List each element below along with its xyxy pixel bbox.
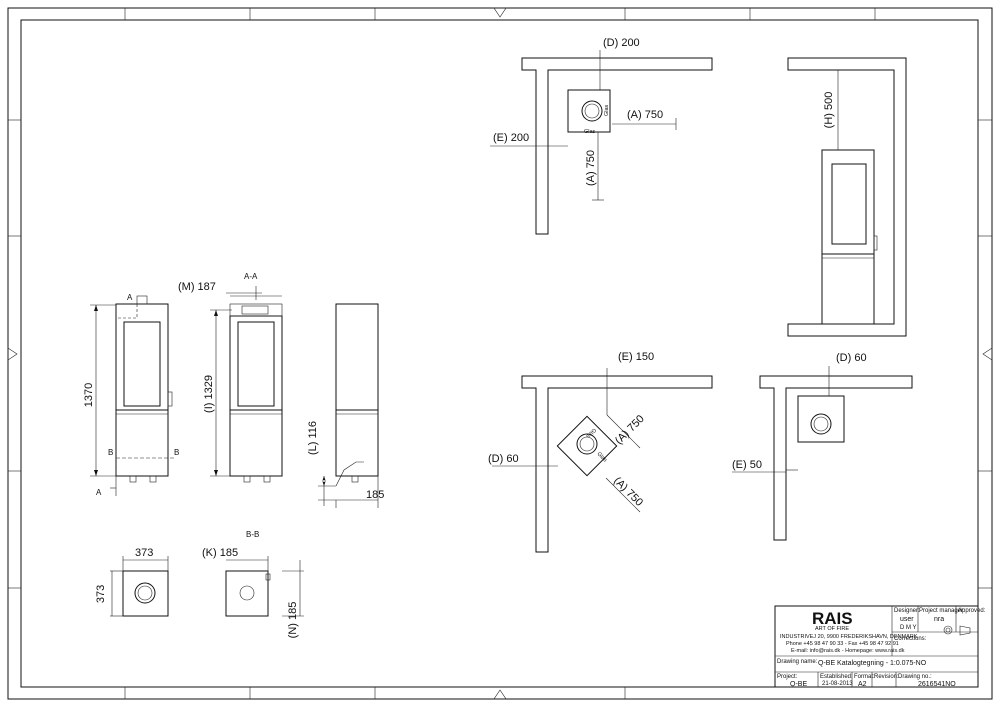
- established-label: Established:: [820, 674, 853, 680]
- center-mark-left-icon: [7, 347, 18, 361]
- corner-d: (D) 200: [603, 37, 640, 49]
- project-label: Project:: [777, 674, 798, 680]
- brand-logo: RAIS: [812, 609, 853, 628]
- small-e: (E) 50: [732, 459, 762, 471]
- corner-glass-side: Glas: [604, 104, 610, 116]
- corner-a-right: (A) 750: [627, 109, 663, 121]
- diag-glass-2: Glas: [596, 451, 608, 463]
- center-mark-right-icon: [982, 347, 993, 361]
- diag-e: (E) 150: [618, 351, 654, 363]
- dim-base-height: (L) 116: [307, 421, 319, 455]
- designer-label: Designer:: [894, 608, 920, 614]
- diag-d: (D) 60: [488, 453, 519, 465]
- section-bb-label: B-B: [246, 530, 259, 539]
- section-mark-a-bottom: A: [96, 488, 102, 497]
- diag-a-bottom: (A) 750: [611, 475, 645, 509]
- diagonal-plan: (E) 150 (A) 750 (D) 60 (A) 750 Glas Glas: [488, 351, 713, 553]
- section-mark-b-left: B: [108, 448, 113, 457]
- brand-address: INDUSTRIVEJ 20, 9900 FREDERIKSHAVN, DENM…: [780, 634, 918, 640]
- corner-e: (E) 200: [493, 132, 529, 144]
- dim-height-total: 1370: [83, 383, 95, 407]
- corrections-label: Corrections:: [894, 636, 927, 642]
- approved-label: Approved:: [958, 608, 986, 614]
- side-view: (L) 116 185: [307, 303, 384, 508]
- format-value: A2: [858, 681, 867, 688]
- front-view: 1370 A A B B: [83, 293, 179, 497]
- project-value: Q-BE: [790, 681, 807, 688]
- corner-a-down: (A) 750: [585, 150, 597, 186]
- height-plan: (H) 500: [787, 57, 907, 337]
- center-mark-bottom-icon: [493, 689, 507, 700]
- drawing-name-label: Drawing name:: [777, 659, 818, 665]
- title-block: RAIS ART OF FIRE INDUSTRIVEJ 20, 9900 FR…: [774, 605, 986, 688]
- brand-tagline: ART OF FIRE: [815, 626, 849, 632]
- section-mark-b-right: B: [174, 448, 179, 457]
- pm-value: nra: [934, 616, 944, 623]
- top-view: 373 373: [95, 547, 169, 617]
- center-mark-top-icon: [493, 7, 507, 18]
- diag-a-top: (A) 750: [613, 413, 647, 447]
- dim-n: (N) 185: [287, 602, 299, 639]
- height-h: (H) 500: [823, 92, 835, 129]
- drawing-no-value: 2616541NO: [918, 681, 956, 688]
- small-corner-plan: (D) 60 (E) 50: [732, 352, 913, 541]
- designer-value: user: [900, 616, 914, 623]
- projection-symbol-icon: [943, 625, 953, 635]
- drawing-name-value: Q-BE Katalogtegning - 1:0.075-NO: [818, 660, 927, 667]
- front-view-outlet: (M) 187 A-A (I) 1329: [178, 272, 283, 483]
- sheet-border: [7, 7, 993, 700]
- section-mark-a-top: A: [127, 293, 133, 302]
- format-label: Format:: [854, 674, 875, 680]
- corner-plan: (D) 200 (A) 750 (E) 200 (A) 750 Glas Gla…: [490, 37, 713, 235]
- brand-phone: Phone +45 98 47 90 33 - Fax +45 98 47 92…: [786, 641, 899, 647]
- projection-cone-icon: [959, 625, 971, 636]
- small-d: (D) 60: [836, 352, 867, 364]
- dim-outlet-height: (I) 1329: [203, 375, 215, 413]
- revision-label: Revision:: [874, 674, 899, 680]
- pm-label: Project manager:: [919, 608, 965, 614]
- dim-depth: 373: [95, 585, 107, 603]
- dim-outlet-offset: (M) 187: [178, 281, 216, 293]
- dim-k: (K) 185: [202, 547, 238, 559]
- brand-email: E-mail: info@rais.dk - Homepage: www.rai…: [791, 648, 905, 654]
- dim-base-depth: 185: [366, 489, 384, 501]
- section-bb-view: B-B (K) 185 (N) 185: [202, 530, 304, 638]
- corner-glass-front: Glas: [584, 129, 596, 135]
- dmy-label: D M Y: [900, 625, 917, 631]
- drawing-no-label: Drawing no.:: [898, 674, 932, 680]
- dim-width: 373: [135, 547, 153, 559]
- section-aa-label: A-A: [244, 272, 258, 281]
- established-value: 21-08-2013: [822, 681, 853, 687]
